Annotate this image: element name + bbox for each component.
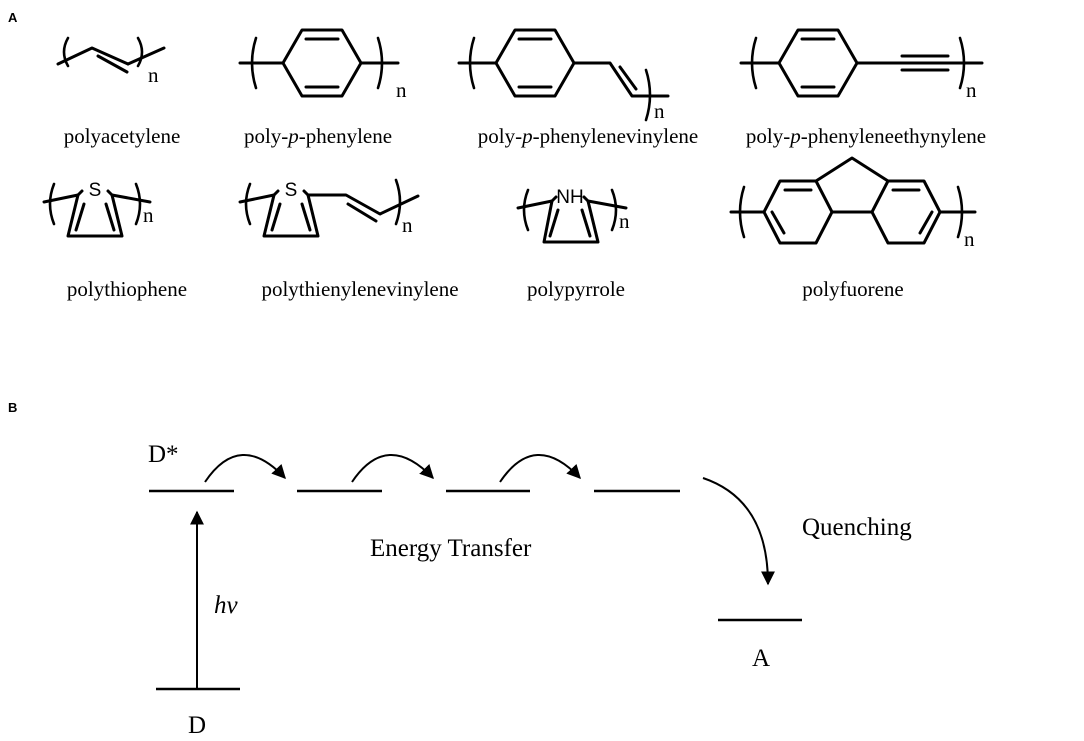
hop-arrow-3 <box>499 454 581 483</box>
sulfur-atom: S <box>89 180 102 201</box>
panel-label-b: B <box>8 400 17 415</box>
repeat-subscript: n <box>402 213 413 237</box>
label-energy-transfer: Energy Transfer <box>370 535 532 562</box>
label-polythiophene: polythiophene <box>67 277 187 301</box>
label-poly-p-phenylene: poly-p-phenylene <box>244 124 392 148</box>
polyfuorene-structure: n <box>729 156 977 251</box>
polyacetylene-structure: n <box>56 36 166 87</box>
repeat-subscript: n <box>619 209 630 233</box>
poly-p-phenylenevinylene-structure: n <box>457 28 670 123</box>
panel-label-a: A <box>8 10 18 25</box>
repeat-subscript: n <box>148 63 159 87</box>
repeat-subscript: n <box>396 78 407 102</box>
label-acceptor: A <box>752 645 770 672</box>
repeat-subscript: n <box>654 99 665 123</box>
label-polyacetylene: polyacetylene <box>64 124 181 148</box>
quenching-arrow <box>702 477 775 586</box>
label-ground-donor: D <box>188 712 206 739</box>
energy-transfer-diagram: D* Energy Transfer Quenching hv D A <box>148 441 912 739</box>
poly-p-phenylene-structure: n <box>238 28 407 102</box>
nh-group: NH <box>556 187 583 208</box>
polythiophene-structure: S n <box>42 180 154 238</box>
label-polyfuorene: polyfuorene <box>802 277 903 301</box>
label-polypyrrole: polypyrrole <box>527 277 625 301</box>
repeat-subscript: n <box>966 78 977 102</box>
poly-p-phenyleneethynylene-structure: n <box>739 28 984 102</box>
polypyrrole-structure: NH n <box>516 187 630 244</box>
repeat-subscript: n <box>143 203 154 227</box>
label-poly-p-phenylenevinylene: poly-p-phenylenevinylene <box>478 124 698 148</box>
hop-arrow-2 <box>351 454 434 483</box>
polythienylenevinylene-structure: S n <box>238 178 420 238</box>
label-excited-donor: D* <box>148 441 179 468</box>
repeat-subscript: n <box>964 227 975 251</box>
label-photon: hv <box>214 592 239 619</box>
hop-arrow-1 <box>204 454 286 483</box>
label-quenching: Quenching <box>802 514 912 541</box>
label-poly-p-phenyleneethynylene: poly-p-phenyleneethynylene <box>746 124 986 148</box>
sulfur-atom: S <box>285 180 298 201</box>
label-polythienylenevinylene: polythienylenevinylene <box>261 277 458 301</box>
